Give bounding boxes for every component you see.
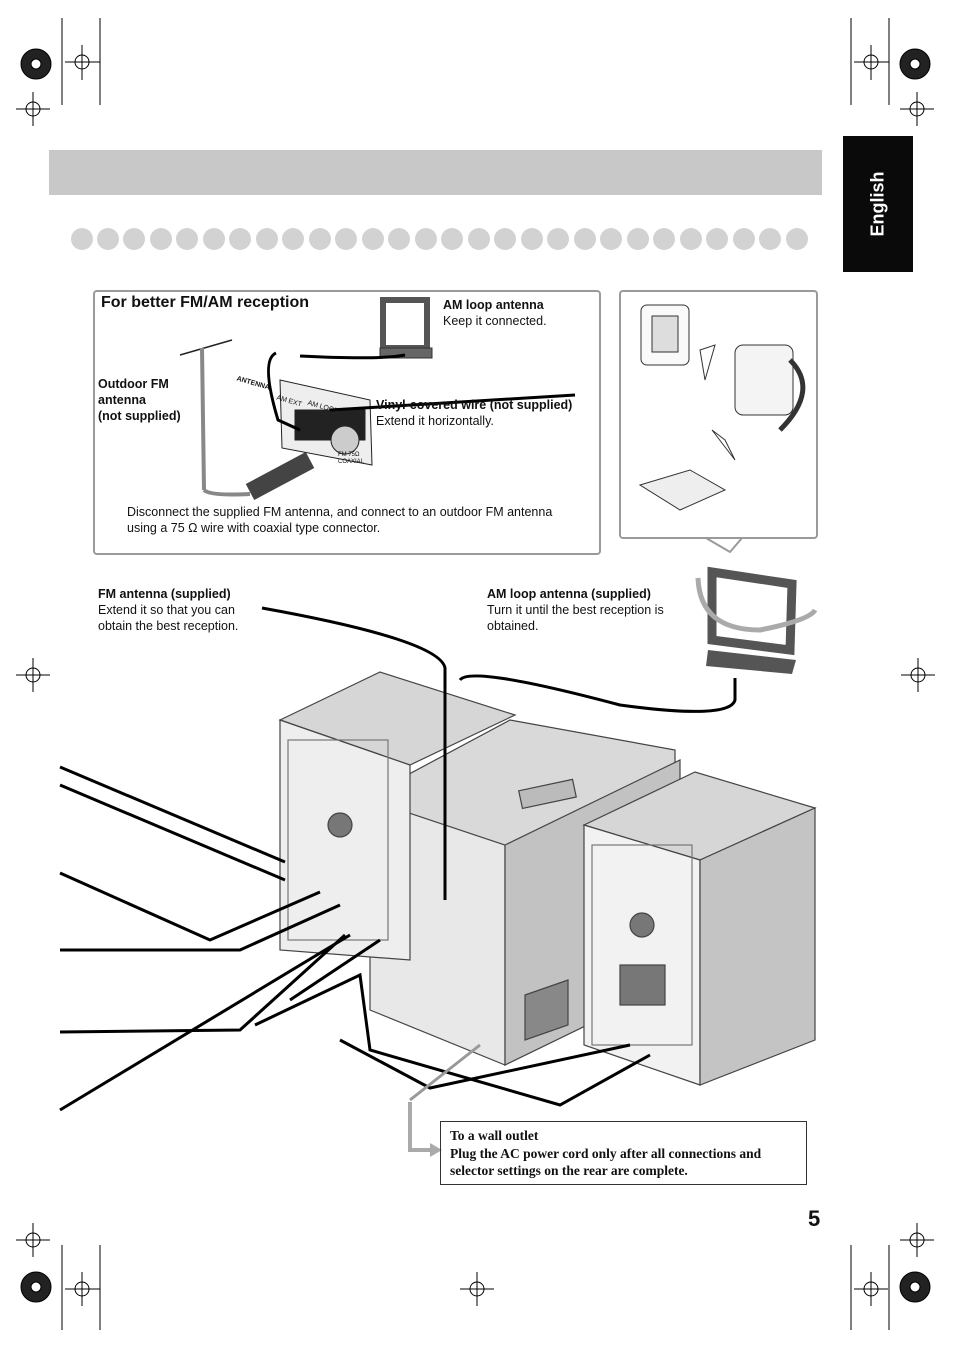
outdoor-fm-label: Outdoor FM antenna (not supplied): [98, 376, 181, 424]
cables: [59, 606, 737, 1112]
outlet-line2: Plug the AC power cord only after all co…: [450, 1145, 762, 1161]
outdoor-fm-line1: Outdoor FM: [98, 377, 169, 391]
am-loop-antenna-graphic: [695, 566, 818, 674]
language-tab-label: English: [867, 171, 888, 237]
dot-divider: [71, 228, 808, 250]
connector-fm-label: FM 75Ω COAXIAL: [338, 452, 365, 465]
outlet-line1: To a wall outlet: [450, 1128, 539, 1143]
fm-supplied-heading: FM antenna (supplied): [98, 587, 231, 601]
section-header-bar: [49, 150, 822, 195]
reception-tip-box: [93, 290, 601, 555]
fm-antenna-supplied-label: FM antenna (supplied) Extend it so that …: [98, 586, 238, 634]
am-loop-supplied-label: AM loop antenna (supplied) Turn it until…: [487, 586, 664, 634]
language-tab: English: [843, 136, 913, 272]
reception-tip-title: For better FM/AM reception: [101, 294, 310, 311]
inset-loop-assembly: [638, 304, 806, 511]
right-speaker-graphic: [582, 771, 817, 1086]
outlet-line3: selector settings on the rear are comple…: [450, 1163, 688, 1178]
fm-supplied-note2: obtain the best reception.: [98, 619, 239, 633]
am-loop-note: Keep it connected.: [443, 314, 547, 328]
am-loop-heading: AM loop antenna: [443, 298, 544, 312]
description-line2: using a 75 Ω wire with coaxial type conn…: [127, 521, 381, 535]
am-loop-label: AM loop antenna Keep it connected.: [443, 297, 547, 329]
left-speaker-graphic: [278, 671, 517, 961]
am-supplied-heading: AM loop antenna (supplied): [487, 587, 651, 601]
vinyl-wire-heading: Vinyl-covered wire (not supplied): [376, 398, 573, 412]
reception-tip-description: Disconnect the supplied FM antenna, and …: [127, 504, 587, 536]
outdoor-fm-line2: antenna: [98, 393, 146, 407]
outlet-arrow: [408, 1102, 432, 1152]
inset-antenna-diagram: [179, 297, 576, 500]
vinyl-wire-label: Vinyl-covered wire (not supplied) Extend…: [376, 397, 572, 429]
am-supplied-note1: Turn it until the best reception is: [487, 603, 664, 617]
description-line1: Disconnect the supplied FM antenna, and …: [127, 505, 553, 519]
fm-supplied-note1: Extend it so that you can: [98, 603, 235, 617]
page-number: 5: [808, 1206, 821, 1231]
loop-assembly-box: [619, 290, 818, 539]
am-supplied-note2: obtained.: [487, 619, 539, 633]
vinyl-wire-note: Extend it horizontally.: [376, 414, 494, 428]
outlet-arrow-head: [430, 1143, 442, 1157]
wall-outlet-note: To a wall outlet Plug the AC power cord …: [440, 1121, 807, 1185]
outdoor-fm-line3: (not supplied): [98, 409, 181, 423]
registration-marks: [16, 18, 935, 1330]
